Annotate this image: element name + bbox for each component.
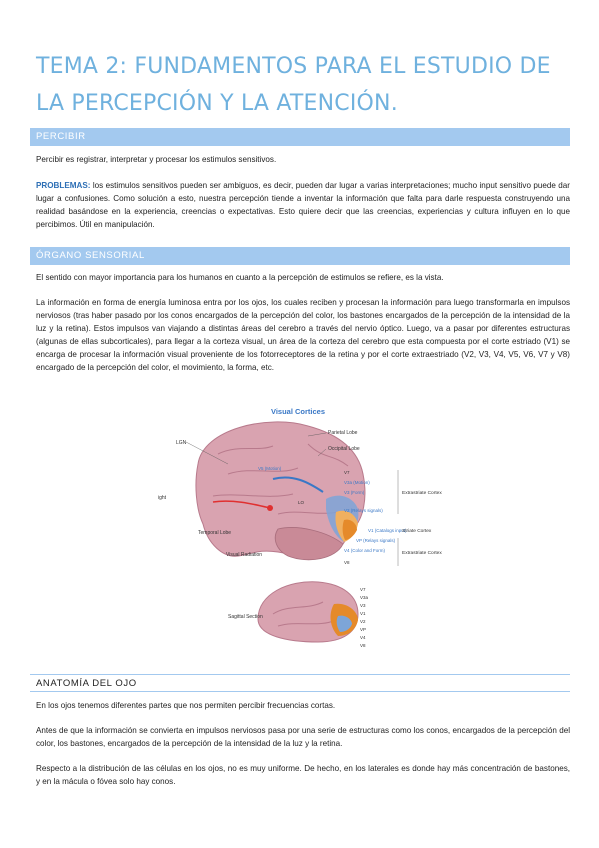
label-lo: LO xyxy=(298,500,305,505)
brain-sagittal-illustration xyxy=(257,581,359,643)
label-occipital-lobe: Occipital Lobe xyxy=(328,446,360,452)
organo-paragraph-1: El sentido con mayor importancia para lo… xyxy=(36,273,444,282)
label-parietal-lobe: Parietal Lobe xyxy=(328,430,358,436)
label-v3a: V3a (Motion) xyxy=(344,480,370,485)
optic-pathway-line xyxy=(212,500,271,509)
label-visual-radiation: Visual Radiation xyxy=(226,552,262,558)
sagittal-label: V2 xyxy=(360,619,366,624)
label-v3: V3 (Form) xyxy=(344,490,365,495)
label-vp: VP (Relays signals) xyxy=(356,538,396,543)
sagittal-label: V3a xyxy=(360,595,369,600)
anatomia-paragraph-1: En los ojos tenemos diferentes partes qu… xyxy=(36,701,336,710)
sagittal-label: V7 xyxy=(360,587,366,592)
label-v4: V4 (Color and Form) xyxy=(344,548,386,553)
figure-title: Visual Cortices xyxy=(271,407,325,416)
label-extrastriate-cortex-bottom: Extrastriate Cortex xyxy=(402,550,442,556)
sagittal-label: VP xyxy=(360,627,366,632)
section-heading-percibir: PERCIBIR xyxy=(30,128,570,146)
label-v1: V1 (Catalogs input) xyxy=(368,528,407,533)
label-v7: V7 xyxy=(344,470,350,475)
problems-keyword: PROBLEMAS: xyxy=(36,181,91,190)
label-extrastriate-cortex-top: Extrastriate Cortex xyxy=(402,490,442,496)
optic-radiation-line xyxy=(272,476,324,493)
organo-paragraph-2: La información en forma de energía lumin… xyxy=(36,298,570,372)
sagittal-label: V4 xyxy=(360,635,366,640)
label-sagittal-section: Sagittal Section xyxy=(228,614,263,620)
cerebellum-shape xyxy=(274,527,344,561)
label-lgn: LGN xyxy=(176,440,187,446)
visual-cortices-figure: Visual Cortices LGN ight Temporal Lobe V… xyxy=(158,407,442,648)
brain-gyri xyxy=(212,443,349,515)
sagittal-v4-area xyxy=(336,615,352,632)
anatomia-paragraph-2: Antes de que la información se convierta… xyxy=(36,726,570,748)
sagittal-labels: V7 V3a V3 V1 V2 VP V4 V8 xyxy=(360,587,369,648)
label-striate-cortex: Striate Cortex xyxy=(402,528,432,534)
section-heading-organo-sensorial: ÓRGANO SENSORIAL xyxy=(30,247,570,265)
anatomia-paragraph-3: Respecto a la distribución de las célula… xyxy=(36,764,570,786)
sagittal-label: V3 xyxy=(360,603,366,608)
brain-lateral-illustration xyxy=(195,421,366,561)
percibir-problems-paragraph: PROBLEMAS: los estimulos sensitivos pued… xyxy=(36,179,570,231)
sagittal-label: V1 xyxy=(360,611,366,616)
label-v2: V2 (Relays signals) xyxy=(344,508,383,513)
sagittal-label: V8 xyxy=(360,643,366,648)
label-v8: V8 xyxy=(344,560,350,565)
page-title: TEMA 2: FUNDAMENTOS PARA EL ESTUDIO DE L… xyxy=(36,54,551,116)
percibir-definition: Percibir es registrar, interpretar y pro… xyxy=(36,155,277,164)
label-light: ight xyxy=(158,495,167,501)
section-heading-anatomia-del-ojo: ANATOMÍA DEL OJO xyxy=(30,674,570,692)
v1-region xyxy=(342,519,357,540)
problems-text: los estimulos sensitivos pueden ser ambi… xyxy=(36,181,570,229)
lgn-point xyxy=(267,505,273,511)
label-v5: V5 (Motion) xyxy=(258,466,282,471)
label-temporal-lobe: Temporal Lobe xyxy=(198,530,231,536)
